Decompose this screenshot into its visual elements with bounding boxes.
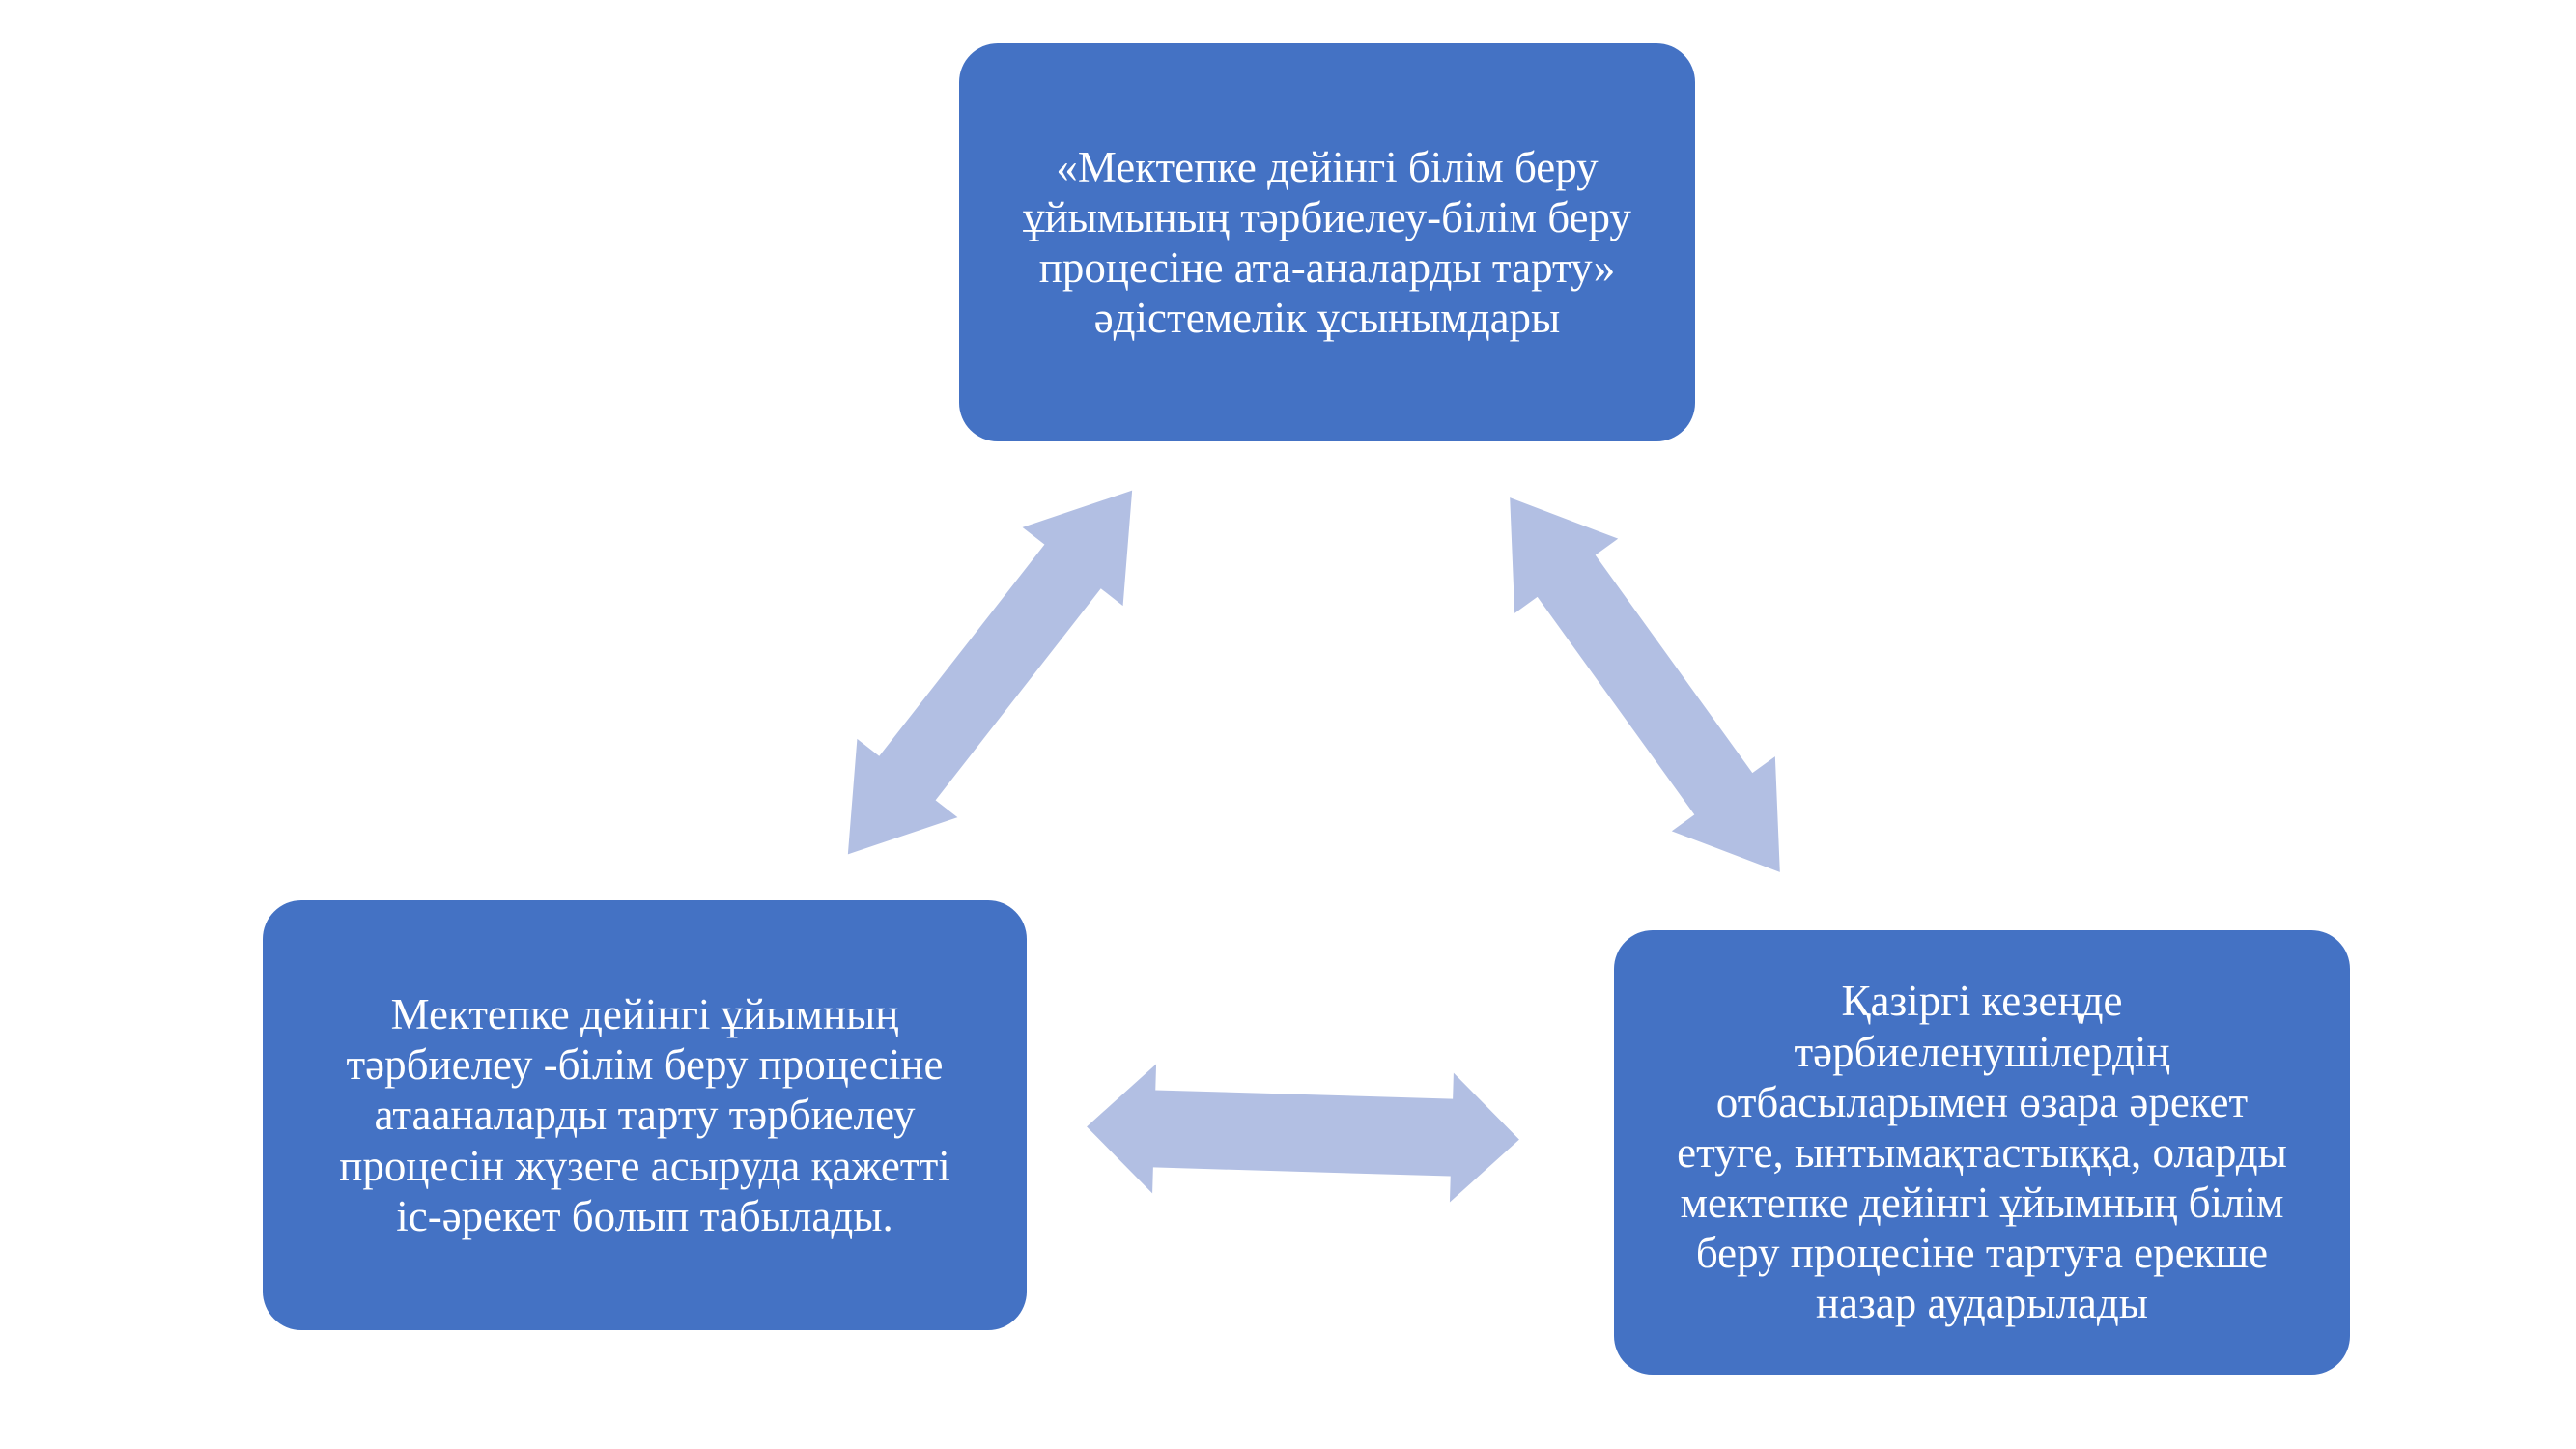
bottom-right-box-text: Қазіргі кезеңде тәрбиеленушілердің отбас… [1677, 977, 2287, 1328]
bottom-left-box: Мектепке дейінгі ұйымның тәрбиелеу -білі… [263, 900, 1027, 1330]
bottom-left-box-text: Мектепке дейінгі ұйымның тәрбиелеу -білі… [339, 990, 950, 1240]
double-arrow-top-bottomright-icon [1510, 497, 1780, 872]
top-box: «Мектепке дейінгі білім беру ұйымының тә… [959, 43, 1695, 441]
top-box-text: «Мектепке дейінгі білім беру ұйымының тә… [1023, 142, 1631, 343]
bottom-right-box: Қазіргі кезеңде тәрбиеленушілердің отбас… [1614, 930, 2350, 1375]
double-arrow-top-bottomleft-icon [847, 490, 1133, 855]
double-arrow-bottomleft-bottomright-icon [1087, 1064, 1519, 1203]
